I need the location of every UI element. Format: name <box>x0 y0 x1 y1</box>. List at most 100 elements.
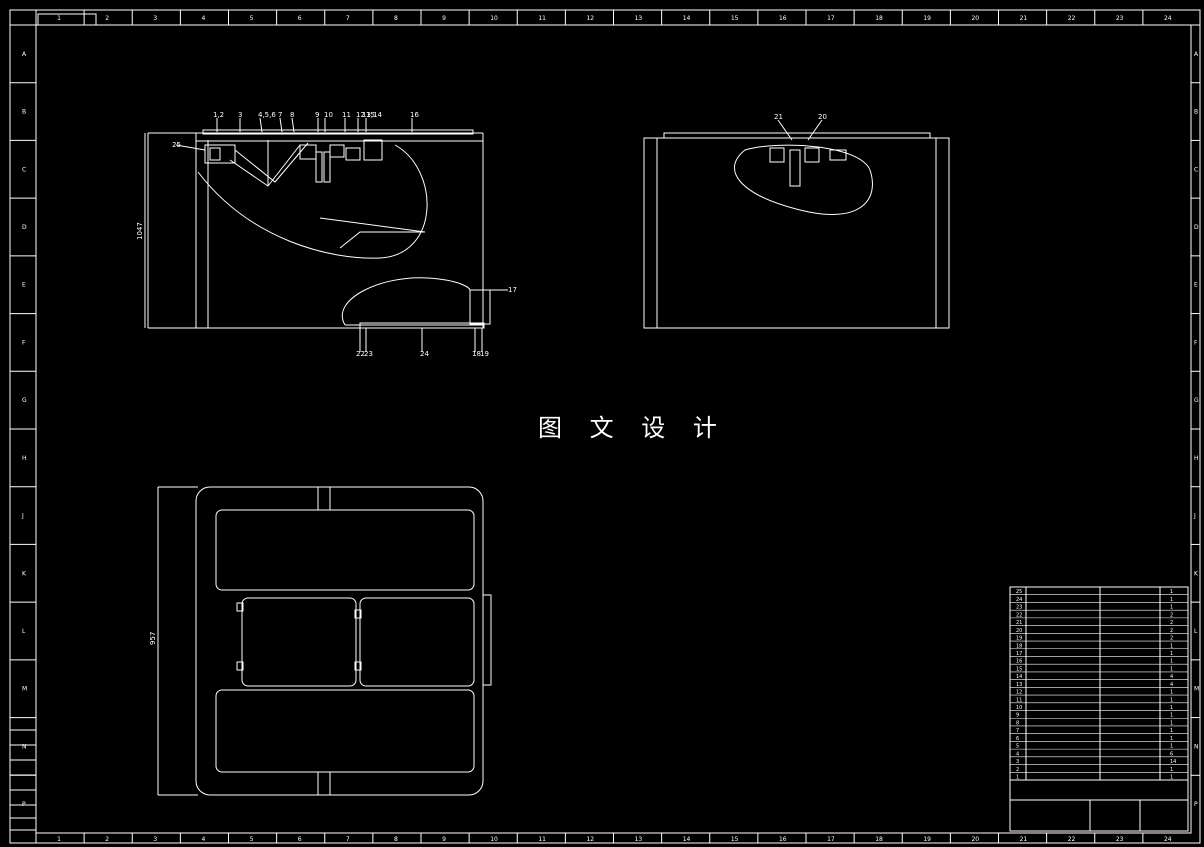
bom-row-qty: 1 <box>1170 728 1173 734</box>
bom-row-number: 1 <box>1016 775 1019 781</box>
grid-col-label: 13 <box>635 15 643 22</box>
revision-block <box>9 729 37 831</box>
grid-col-label: 8 <box>394 15 398 22</box>
bom-row-qty: 2 <box>1170 612 1173 618</box>
bom-row-qty: 1 <box>1170 690 1173 696</box>
grid-col-label: 7 <box>346 836 350 843</box>
grid-row-label: P <box>1194 801 1198 808</box>
grid-row-label: C <box>1194 166 1198 173</box>
bom-row-qty: 1 <box>1170 643 1173 649</box>
grid-col-label: 16 <box>779 15 787 22</box>
bom-table <box>1009 586 1189 832</box>
grid-col-label: 14 <box>683 15 691 22</box>
grid-col-label: 18 <box>875 836 883 843</box>
grid-row-label: D <box>22 224 27 231</box>
front-top-balloon: 11 <box>342 111 351 119</box>
grid-row-label: F <box>1194 339 1198 346</box>
grid-row-label: G <box>1194 397 1199 404</box>
grid-col-label: 3 <box>153 836 157 843</box>
grid-col-label: 8 <box>394 836 398 843</box>
front-bottom-balloon: 22 <box>356 350 365 358</box>
bom-row-qty: 1 <box>1170 597 1173 603</box>
front-right-balloon: 17 <box>508 286 517 294</box>
grid-row-label: A <box>22 51 27 58</box>
grid-row-label: H <box>1194 455 1199 462</box>
grid-labels: 1122334455667788991010111112121313141415… <box>21 15 1199 843</box>
grid-col-label: 19 <box>923 836 931 843</box>
side-balloon-21: 21 <box>774 113 783 121</box>
front-height-dimension: 1047 <box>136 222 144 240</box>
bom-row-number: 21 <box>1016 620 1022 626</box>
grid-col-label: 24 <box>1164 15 1172 22</box>
grid-col-label: 20 <box>971 15 979 22</box>
bom-row-qty: 1 <box>1170 605 1173 611</box>
grid-col-label: 23 <box>1116 15 1124 22</box>
grid-col-label: 9 <box>442 15 446 22</box>
front-bottom-balloon: 19 <box>480 350 489 358</box>
grid-row-label: E <box>1194 282 1198 289</box>
grid-col-label: 11 <box>538 836 546 843</box>
front-top-balloon: 3 <box>238 111 242 119</box>
front-top-balloon: 10 <box>324 111 333 119</box>
grid-col-label: 16 <box>779 836 787 843</box>
grid-row-label: B <box>1194 109 1198 116</box>
grid-row-label: A <box>1194 51 1199 58</box>
bom-row-number: 18 <box>1016 643 1022 649</box>
front-bottom-balloon: 23 <box>364 350 373 358</box>
grid-row-label: E <box>22 282 26 289</box>
grid-row-label: D <box>1194 224 1199 231</box>
bom-row-number: 7 <box>1016 728 1019 734</box>
grid-col-label: 4 <box>201 836 205 843</box>
grid-col-label: 7 <box>346 15 350 22</box>
grid-col-label: 2 <box>105 836 109 843</box>
title-tag-box <box>37 13 97 26</box>
grid-col-label: 11 <box>538 15 546 22</box>
bom-row-number: 16 <box>1016 659 1022 665</box>
front-top-balloon: 7 <box>278 111 282 119</box>
grid-col-label: 24 <box>1164 836 1172 843</box>
grid-row-label: L <box>22 628 26 635</box>
bom-row-qty: 1 <box>1170 744 1173 750</box>
plan-view <box>157 486 492 796</box>
bom-row-number: 13 <box>1016 682 1022 688</box>
grid-col-label: 14 <box>683 836 691 843</box>
watermark-text: 图 文 设 计 <box>538 414 727 442</box>
grid-row-label: M <box>22 686 27 693</box>
grid-row-label: K <box>22 570 27 577</box>
front-top-balloon: 13,14 <box>362 111 383 119</box>
bom-row-number: 25 <box>1016 589 1022 595</box>
grid-col-label: 6 <box>298 836 302 843</box>
plan-dimension: 957 <box>149 632 157 645</box>
grid-col-label: 21 <box>1020 15 1028 22</box>
bom-row-number: 9 <box>1016 713 1019 719</box>
grid-col-label: 12 <box>586 15 594 22</box>
grid-col-label: 12 <box>586 836 594 843</box>
grid-row-label: F <box>22 339 26 346</box>
grid-ticks <box>10 10 1200 843</box>
grid-col-label: 19 <box>923 15 931 22</box>
front-top-balloon: 4,5,6 <box>258 111 276 119</box>
grid-col-label: 5 <box>250 836 254 843</box>
front-top-balloon: 15 <box>366 111 375 119</box>
bom-row-qty: 1 <box>1170 589 1173 595</box>
grid-col-label: 15 <box>731 836 739 843</box>
bom-row-qty: 1 <box>1170 736 1173 742</box>
bom-row-number: 8 <box>1016 720 1019 726</box>
bom-row-number: 11 <box>1016 697 1022 703</box>
grid-col-label: 20 <box>971 836 979 843</box>
grid-row-label: M <box>1194 686 1199 693</box>
grid-col-label: 13 <box>635 836 643 843</box>
bom-row-number: 20 <box>1016 628 1022 634</box>
grid-col-label: 10 <box>490 15 498 22</box>
bom-row-qty: 1 <box>1170 651 1173 657</box>
grid-row-label: N <box>1194 743 1199 750</box>
bom-row-qty: 1 <box>1170 666 1173 672</box>
bom-row-number: 5 <box>1016 744 1019 750</box>
bom-row-number: 2 <box>1016 767 1019 773</box>
bom-row-number: 12 <box>1016 690 1022 696</box>
grid-col-label: 1 <box>57 15 61 22</box>
grid-row-label: B <box>22 109 26 116</box>
grid-col-label: 17 <box>827 15 835 22</box>
side-view <box>643 119 950 329</box>
